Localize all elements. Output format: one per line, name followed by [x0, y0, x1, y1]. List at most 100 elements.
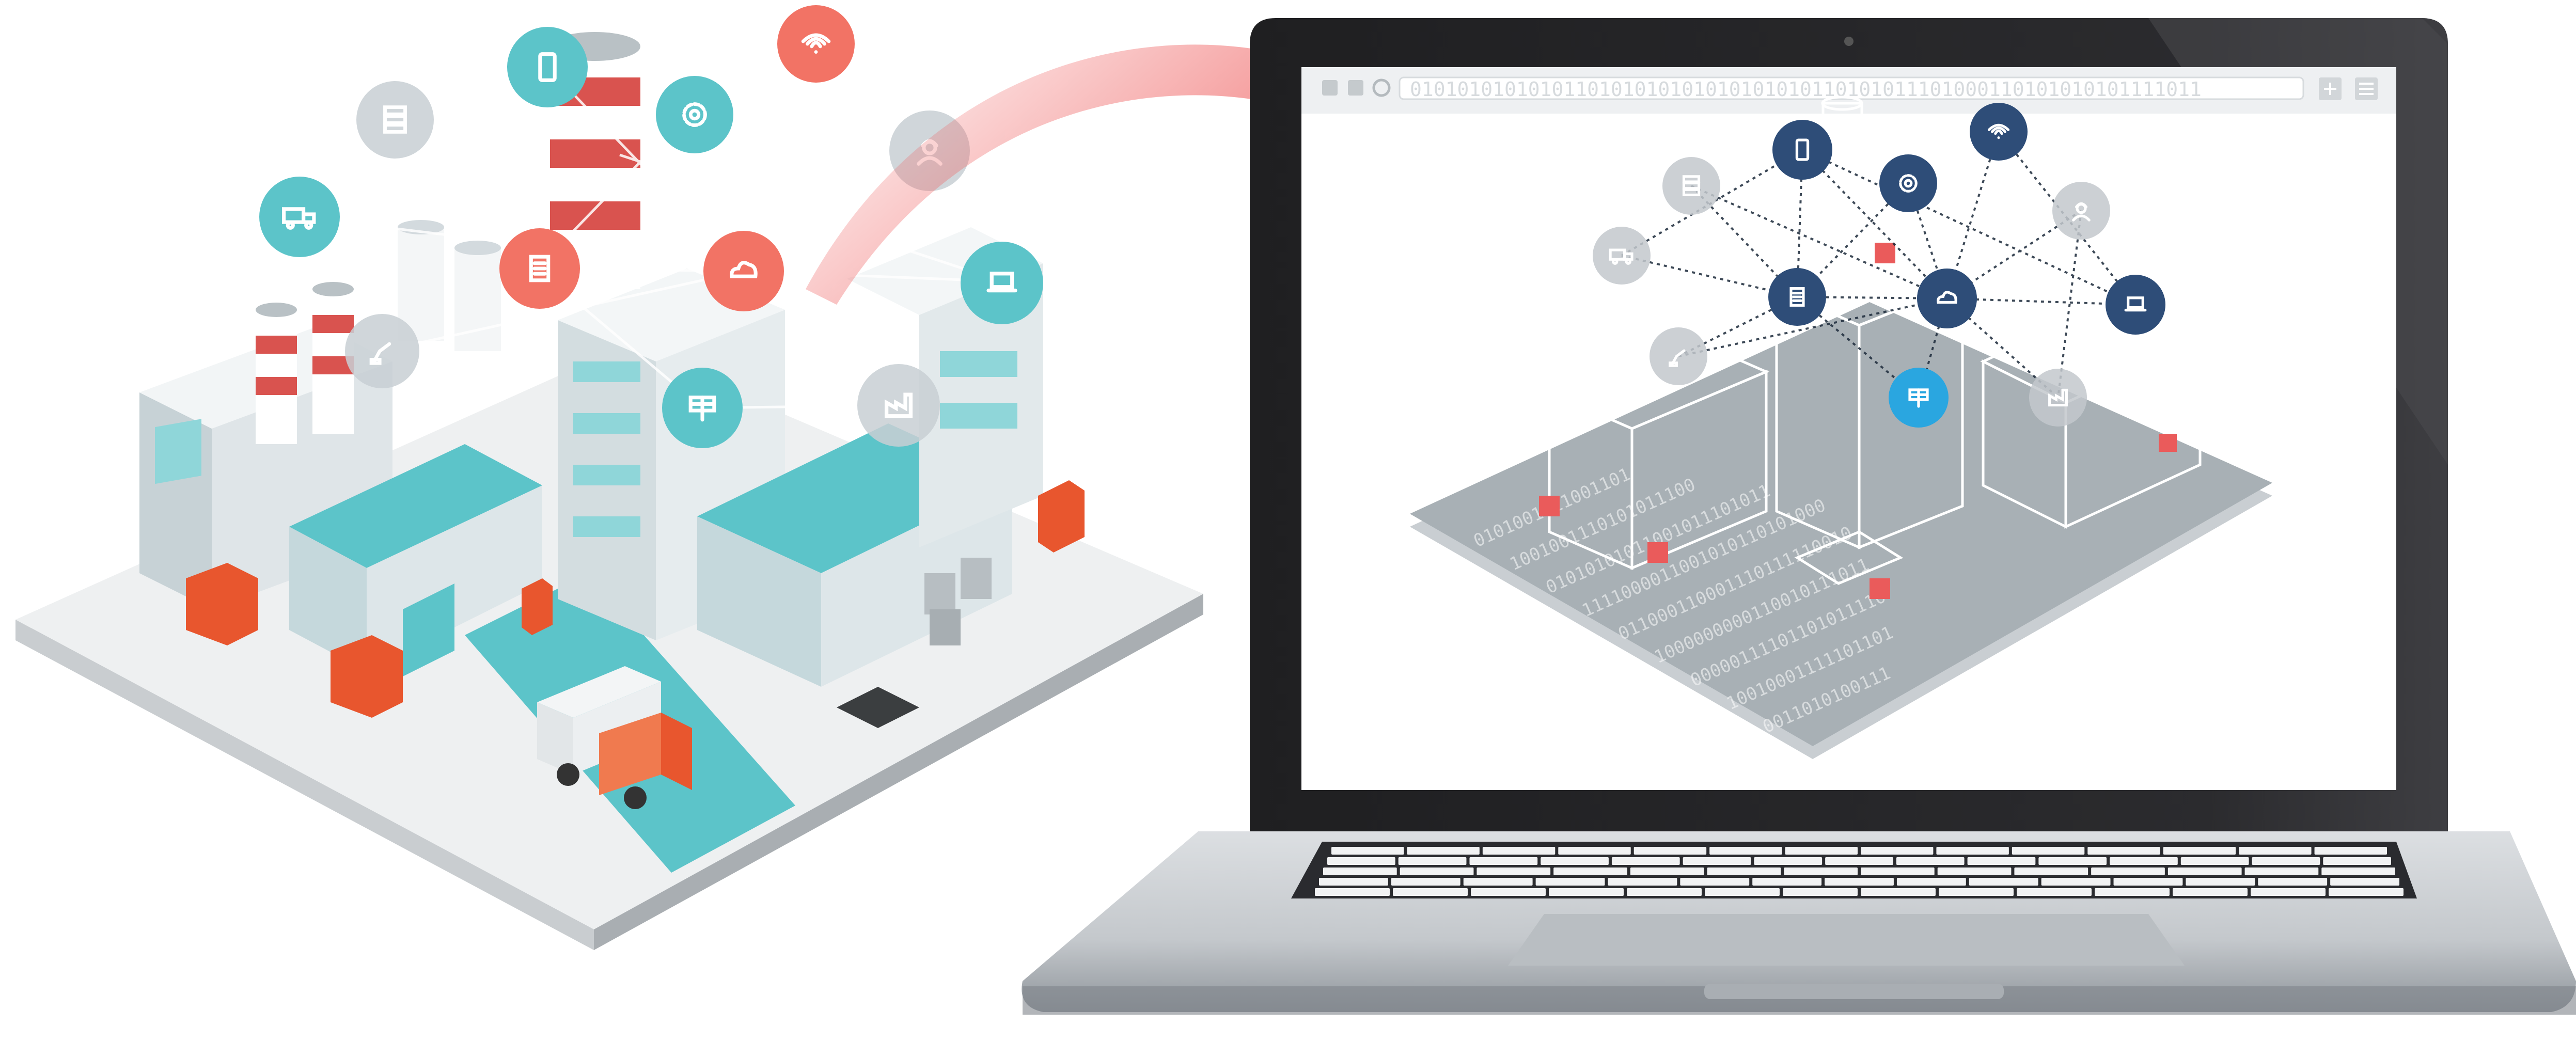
- keyboard-key[interactable]: [1553, 868, 1627, 875]
- keyboard-key[interactable]: [2167, 868, 2242, 875]
- keyboard-key[interactable]: [2330, 878, 2399, 886]
- keyboard-key[interactable]: [1861, 888, 1936, 896]
- keyboard-key[interactable]: [1477, 868, 1551, 875]
- keyboard-key[interactable]: [2173, 888, 2248, 896]
- keyboard-key[interactable]: [1331, 847, 1404, 855]
- keyboard-key[interactable]: [2017, 888, 2092, 896]
- keyboard-key[interactable]: [2244, 868, 2319, 875]
- keyboard-key[interactable]: [1393, 888, 1468, 896]
- keyboard-key[interactable]: [1535, 878, 1605, 886]
- keyboard-key[interactable]: [1896, 857, 1965, 865]
- keyboard-key[interactable]: [1705, 888, 1780, 896]
- keyboard-key[interactable]: [2110, 857, 2178, 865]
- keyboard-key[interactable]: [1558, 847, 1631, 855]
- twin-floating-icons: [1593, 103, 2165, 428]
- keyboard-key[interactable]: [1967, 857, 2036, 865]
- keyboard-key[interactable]: [1785, 847, 1858, 855]
- keyboard-key[interactable]: [1754, 857, 1823, 865]
- factory-icon: [2029, 369, 2087, 427]
- document-icon: [499, 228, 580, 309]
- keyboard-key[interactable]: [1784, 868, 1858, 875]
- keyboard-key[interactable]: [1469, 857, 1538, 865]
- keyboard-key[interactable]: [1680, 878, 1750, 886]
- keyboard-key[interactable]: [1482, 847, 1556, 855]
- truck-icon: [259, 177, 340, 257]
- keyboard-key[interactable]: [2251, 888, 2326, 896]
- keyboard-key[interactable]: [2113, 878, 2183, 886]
- cloud-icon: [1917, 269, 1977, 328]
- solar-panel-icon: [1889, 368, 1949, 428]
- keyboard-key[interactable]: [1969, 878, 2038, 886]
- keyboard-key[interactable]: [1707, 868, 1781, 875]
- keyboard-key[interactable]: [2041, 878, 2111, 886]
- keyboard-key[interactable]: [2239, 847, 2312, 855]
- orange-generators: [186, 480, 1085, 718]
- keyboard-key[interactable]: [1861, 847, 1934, 855]
- robot-arm-icon: [1650, 327, 1707, 385]
- keyboard-key[interactable]: [1683, 857, 1751, 865]
- keyboard: [1315, 847, 2404, 896]
- keyboard-key[interactable]: [2091, 868, 2165, 875]
- worker-icon: [2052, 182, 2110, 240]
- keyboard-key[interactable]: [1627, 888, 1702, 896]
- keyboard-key[interactable]: [2012, 847, 2085, 855]
- keyboard-key[interactable]: [1752, 878, 1822, 886]
- keyboard-key[interactable]: [1936, 847, 2009, 855]
- back-icon[interactable]: [1322, 80, 1338, 96]
- keyboard-key[interactable]: [1400, 868, 1474, 875]
- keyboard-key[interactable]: [2252, 857, 2320, 865]
- keyboard-key[interactable]: [1541, 857, 1609, 865]
- trackpad[interactable]: [1508, 914, 2185, 966]
- keyboard-key[interactable]: [2258, 878, 2328, 886]
- chimney-small-1: [256, 303, 297, 444]
- keyboard-key[interactable]: [1315, 888, 1390, 896]
- keyboard-key[interactable]: [1608, 878, 1677, 886]
- keyboard-key[interactable]: [2314, 847, 2387, 855]
- keyboard-key[interactable]: [2163, 847, 2236, 855]
- keyboard-key[interactable]: [2323, 857, 2391, 865]
- keyboard-key[interactable]: [1398, 857, 1467, 865]
- keyboard-key[interactable]: [1319, 878, 1388, 886]
- keyboard-key[interactable]: [1327, 857, 1395, 865]
- keyboard-key[interactable]: [1471, 888, 1546, 896]
- keyboard-key[interactable]: [1407, 847, 1480, 855]
- keyboard-key[interactable]: [1323, 868, 1397, 875]
- gear-icon: [656, 76, 733, 153]
- keyboard-key[interactable]: [2180, 857, 2249, 865]
- keyboard-key[interactable]: [1633, 847, 1707, 855]
- wifi-icon: [1970, 103, 2028, 161]
- keyboard-key[interactable]: [1861, 868, 1935, 875]
- barrels: [924, 558, 992, 645]
- keyboard-key[interactable]: [1549, 888, 1624, 896]
- keyboard-key[interactable]: [1709, 847, 1782, 855]
- keyboard-key[interactable]: [1825, 857, 1893, 865]
- wifi-icon: [777, 5, 855, 83]
- keyboard-key[interactable]: [2329, 888, 2404, 896]
- laptop: 0101010101010110101010101010101010110101…: [1022, 18, 2576, 1015]
- keyboard-key[interactable]: [2087, 847, 2160, 855]
- cloud-icon: [703, 231, 784, 311]
- forward-icon[interactable]: [1348, 80, 1363, 96]
- keyboard-key[interactable]: [1463, 878, 1533, 886]
- keyboard-key[interactable]: [1391, 878, 1460, 886]
- keyboard-key[interactable]: [1896, 878, 1966, 886]
- keyboard-key[interactable]: [1630, 868, 1704, 875]
- document-icon: [1768, 268, 1826, 326]
- factory-icon: [857, 364, 940, 447]
- keyboard-key[interactable]: [2038, 857, 2107, 865]
- reload-icon[interactable]: [1372, 78, 1391, 97]
- keyboard-key[interactable]: [2095, 888, 2170, 896]
- keyboard-key[interactable]: [1939, 888, 2014, 896]
- keyboard-key[interactable]: [2014, 868, 2088, 875]
- address-bar[interactable]: [1399, 76, 2304, 100]
- keyboard-key[interactable]: [1783, 888, 1858, 896]
- keyboard-key[interactable]: [1937, 868, 2012, 875]
- server-icon: [1662, 157, 1720, 215]
- keyboard-key[interactable]: [1825, 878, 1894, 886]
- keyboard-key[interactable]: [2186, 878, 2255, 886]
- keyboard-key[interactable]: [2321, 868, 2395, 875]
- laptop-notch: [1704, 984, 2004, 999]
- keyboard-key[interactable]: [1611, 857, 1680, 865]
- smartphone-icon: [507, 27, 588, 107]
